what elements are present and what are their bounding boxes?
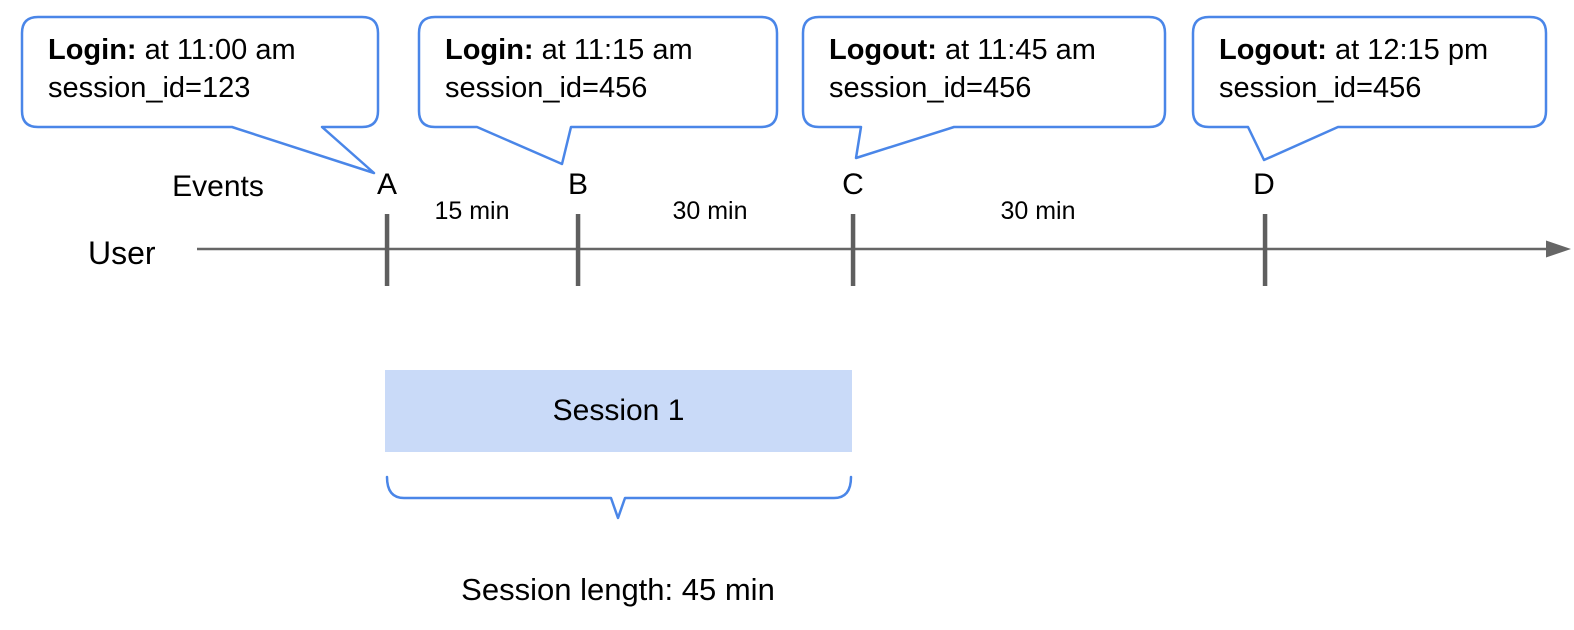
user-label: User: [88, 235, 156, 271]
tick-C: [850, 214, 856, 286]
bubble-3-event-type: Logout:: [829, 34, 937, 66]
bubble-3-line1: Logout: at 11:45 am: [829, 31, 1165, 69]
tick-A: [384, 214, 390, 286]
tick-B: [575, 214, 581, 286]
timeline-arrowhead-icon: [1546, 240, 1571, 258]
bubble-3-time: at 11:45 am: [936, 34, 1096, 66]
speech-bubble-2: [417, 15, 779, 166]
interval-a-b-label: 15 min: [434, 197, 510, 225]
bubble-2-line1: Login: at 11:15 am: [445, 31, 777, 69]
bubble-2-event-type: Login:: [445, 34, 534, 66]
bubble-4-text: Logout: at 12:15 pm session_id=456: [1193, 17, 1546, 127]
speech-bubble-4: [1191, 15, 1548, 162]
session-brace: [385, 475, 853, 520]
bubble-4-session-id: session_id=456: [1219, 72, 1422, 104]
interval-c-d-label: 30 min: [1000, 197, 1076, 225]
bubble-3-session-id: session_id=456: [829, 72, 1032, 104]
interval-b-c-label: 30 min: [672, 197, 748, 225]
session-1-label: Session 1: [552, 394, 685, 427]
events-label: Events: [172, 170, 264, 203]
bubble-1-line1: Login: at 11:00 am: [48, 31, 378, 69]
bubble-1-event-type: Login:: [48, 34, 137, 66]
event-marker-c: C: [842, 168, 864, 201]
event-marker-a: A: [376, 168, 397, 201]
bubble-4-line1: Logout: at 12:15 pm: [1219, 31, 1546, 69]
bubble-4-event-type: Logout:: [1219, 34, 1327, 66]
bubble-1-session-id: session_id=123: [48, 72, 251, 104]
session-length-label: Session length: 45 min: [461, 572, 775, 607]
bubble-2-session-id: session_id=456: [445, 72, 648, 104]
event-marker-b: B: [567, 168, 588, 201]
speech-bubble-3: [801, 15, 1167, 160]
speech-bubble-1: [20, 15, 380, 175]
bubble-1-text: Login: at 11:00 am session_id=123: [22, 17, 378, 127]
tick-D: [1262, 214, 1268, 286]
session-1-box: Session 1: [385, 370, 852, 452]
bubble-2-time: at 11:15 am: [533, 34, 693, 66]
bubble-2-text: Login: at 11:15 am session_id=456: [419, 17, 777, 127]
event-marker-d: D: [1253, 168, 1275, 201]
bubble-1-time: at 11:00 am: [136, 34, 296, 66]
bubble-3-text: Logout: at 11:45 am session_id=456: [803, 17, 1165, 127]
bubble-4-time: at 12:15 pm: [1326, 34, 1489, 66]
